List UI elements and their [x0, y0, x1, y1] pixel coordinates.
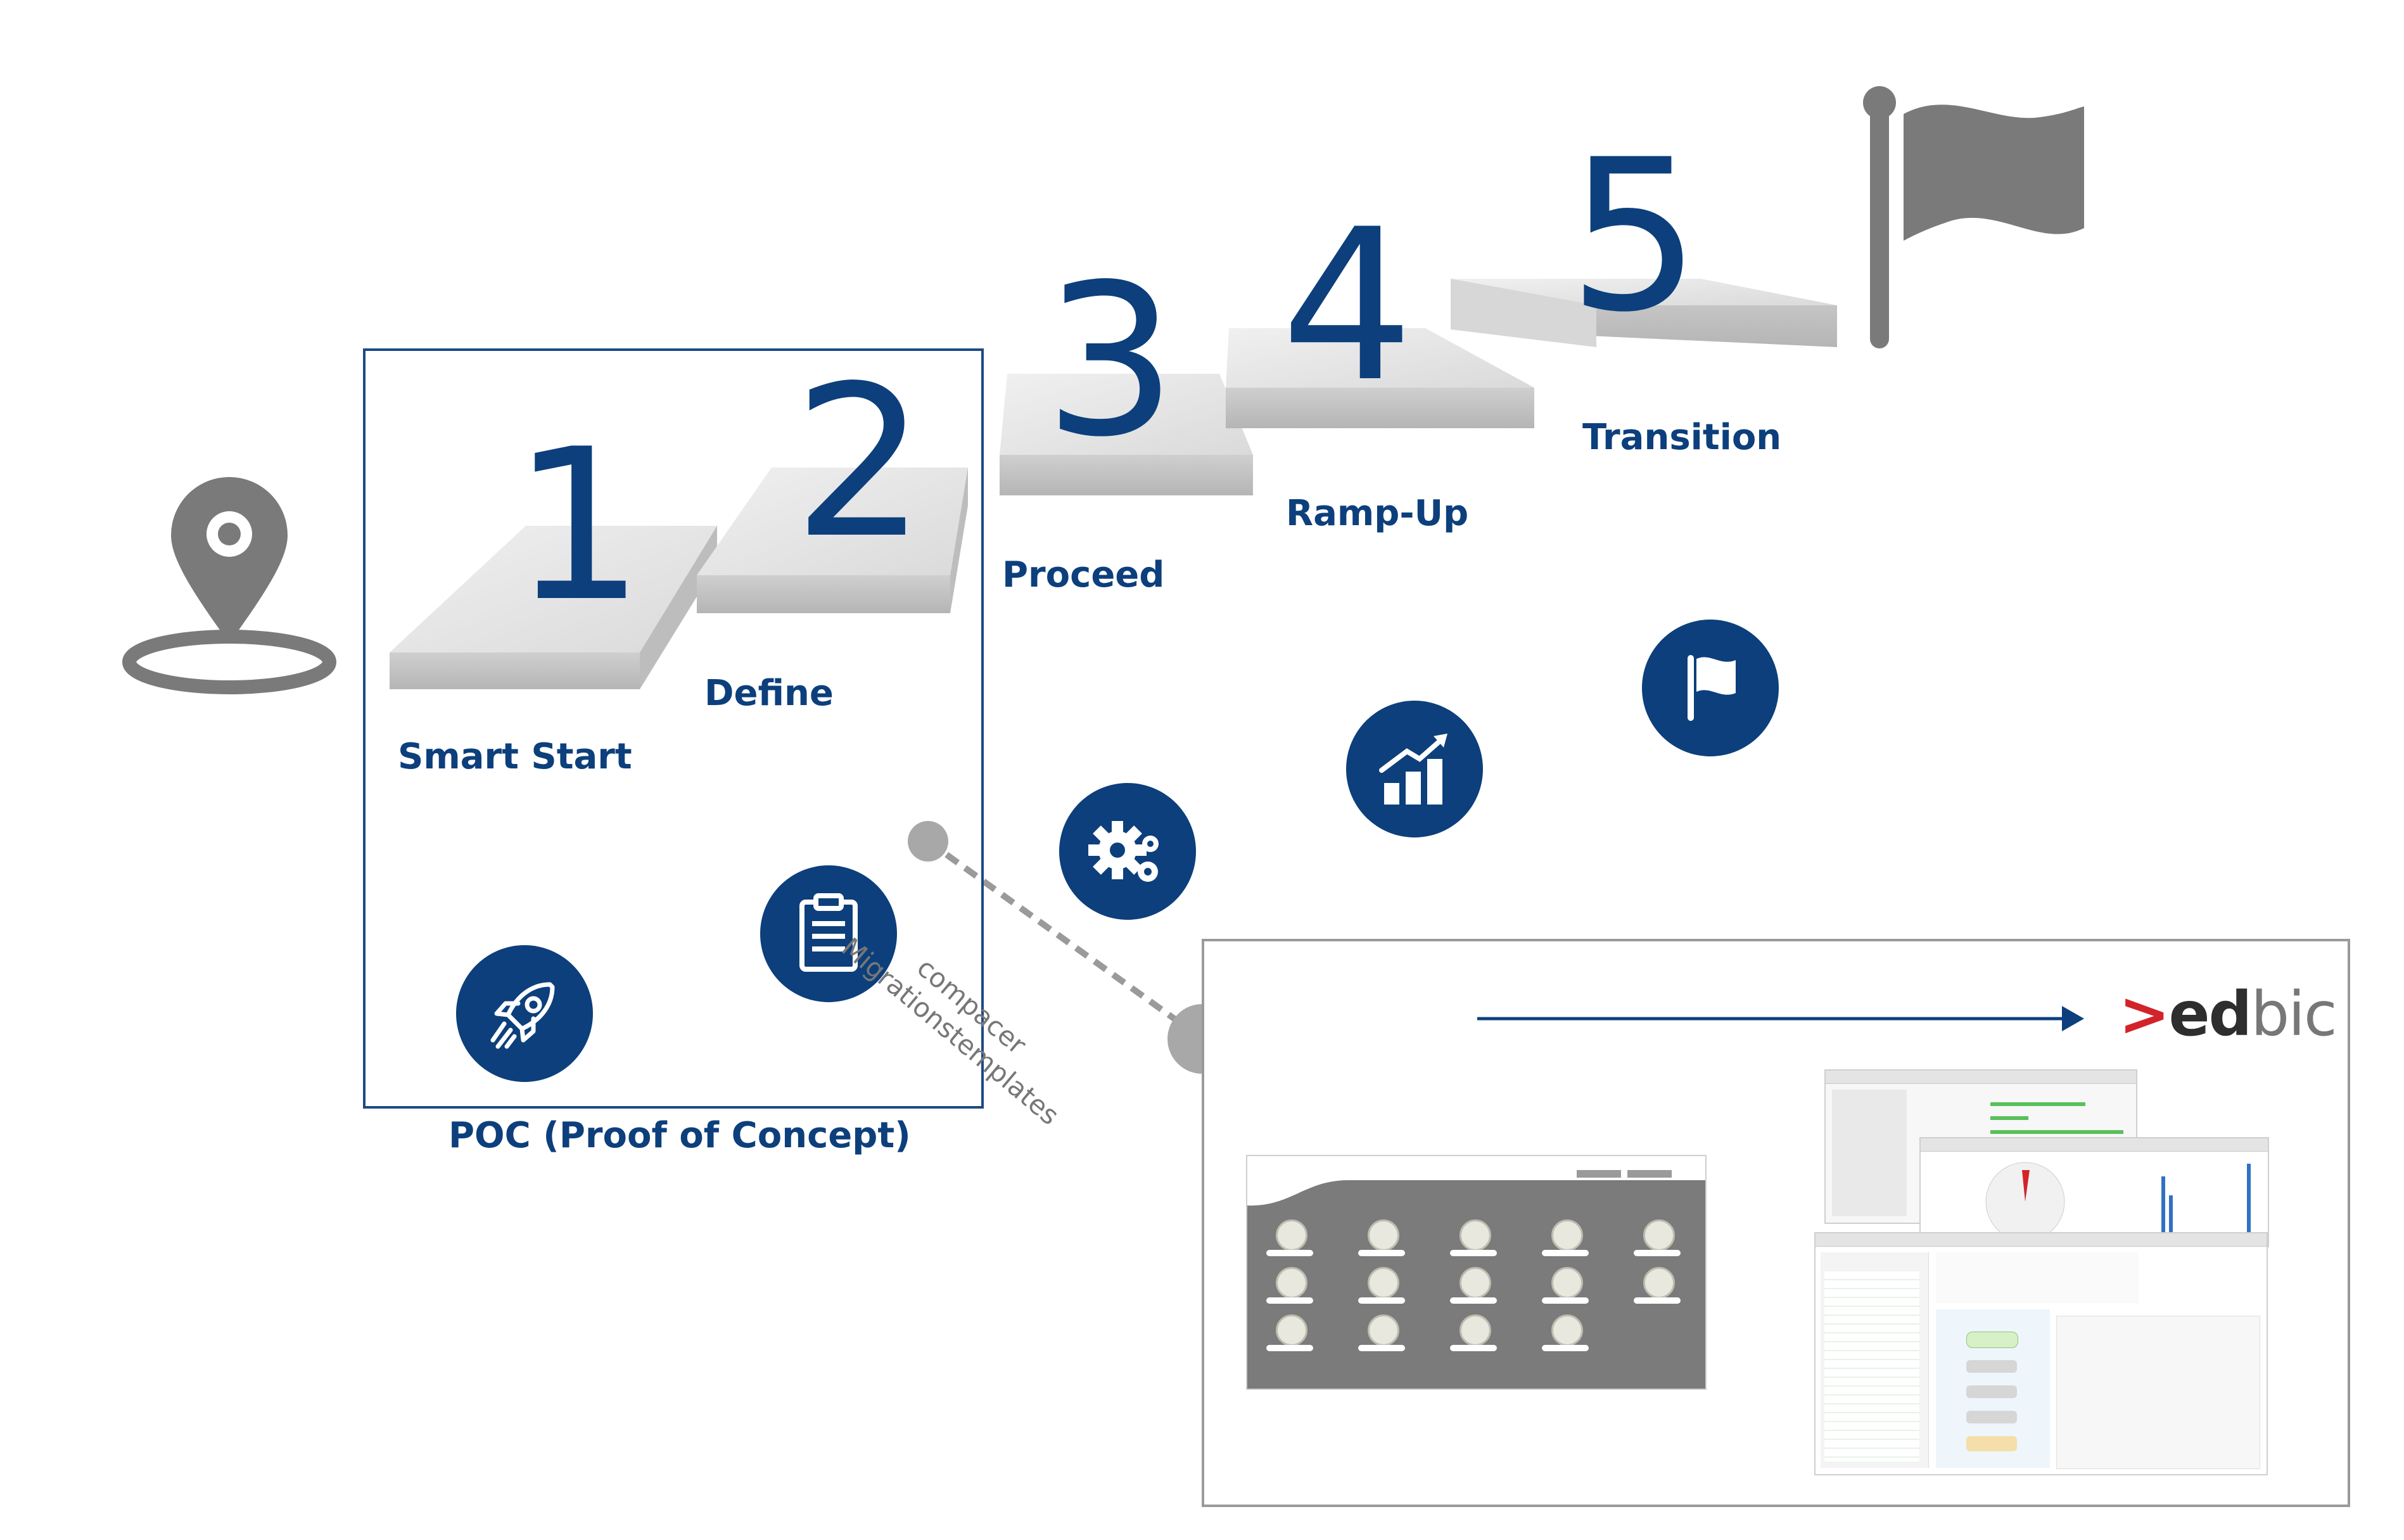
workspace-screenshot — [1246, 1155, 1707, 1390]
clipboard-icon — [760, 865, 897, 1002]
edbic-logo: >edbic — [2119, 979, 2337, 1050]
step-3-number: 3 — [1044, 239, 1177, 483]
poc-label: POC (Proof of Concept) — [448, 1115, 911, 1156]
edbic-logo-ed: ed — [2168, 979, 2252, 1050]
step-4-label: Ramp-Up — [1286, 493, 1469, 534]
workflow-screenshot — [1814, 1232, 2268, 1475]
step-4-platform — [1226, 328, 1534, 428]
location-pin-icon — [122, 476, 336, 694]
gears-icon — [1059, 783, 1196, 920]
edbic-logo-bic: bic — [2251, 979, 2337, 1050]
step-5-platform — [1451, 279, 1837, 347]
step-5-number: 5 — [1568, 115, 1701, 358]
finish-flag-icon — [1863, 86, 2084, 348]
step-2-number: 2 — [793, 341, 926, 584]
poc-frame — [363, 348, 984, 1109]
step-3-label: Proceed — [1002, 554, 1165, 595]
step-2-label: Define — [704, 673, 834, 714]
step-1-platform — [390, 526, 717, 689]
step-1-label: Smart Start — [398, 736, 632, 777]
step-1-number: 1 — [512, 404, 645, 647]
statistics-screenshot — [1919, 1137, 2269, 1247]
edbic-logo-mark: > — [2119, 979, 2170, 1050]
step-5-label: Transition — [1582, 417, 1782, 458]
flag-icon — [1642, 620, 1779, 756]
rocket-icon — [456, 945, 593, 1082]
step-3-platform — [1000, 374, 1253, 495]
step-2-platform — [697, 468, 968, 613]
step-4-number: 4 — [1281, 184, 1414, 428]
growth-chart-icon — [1346, 701, 1483, 837]
